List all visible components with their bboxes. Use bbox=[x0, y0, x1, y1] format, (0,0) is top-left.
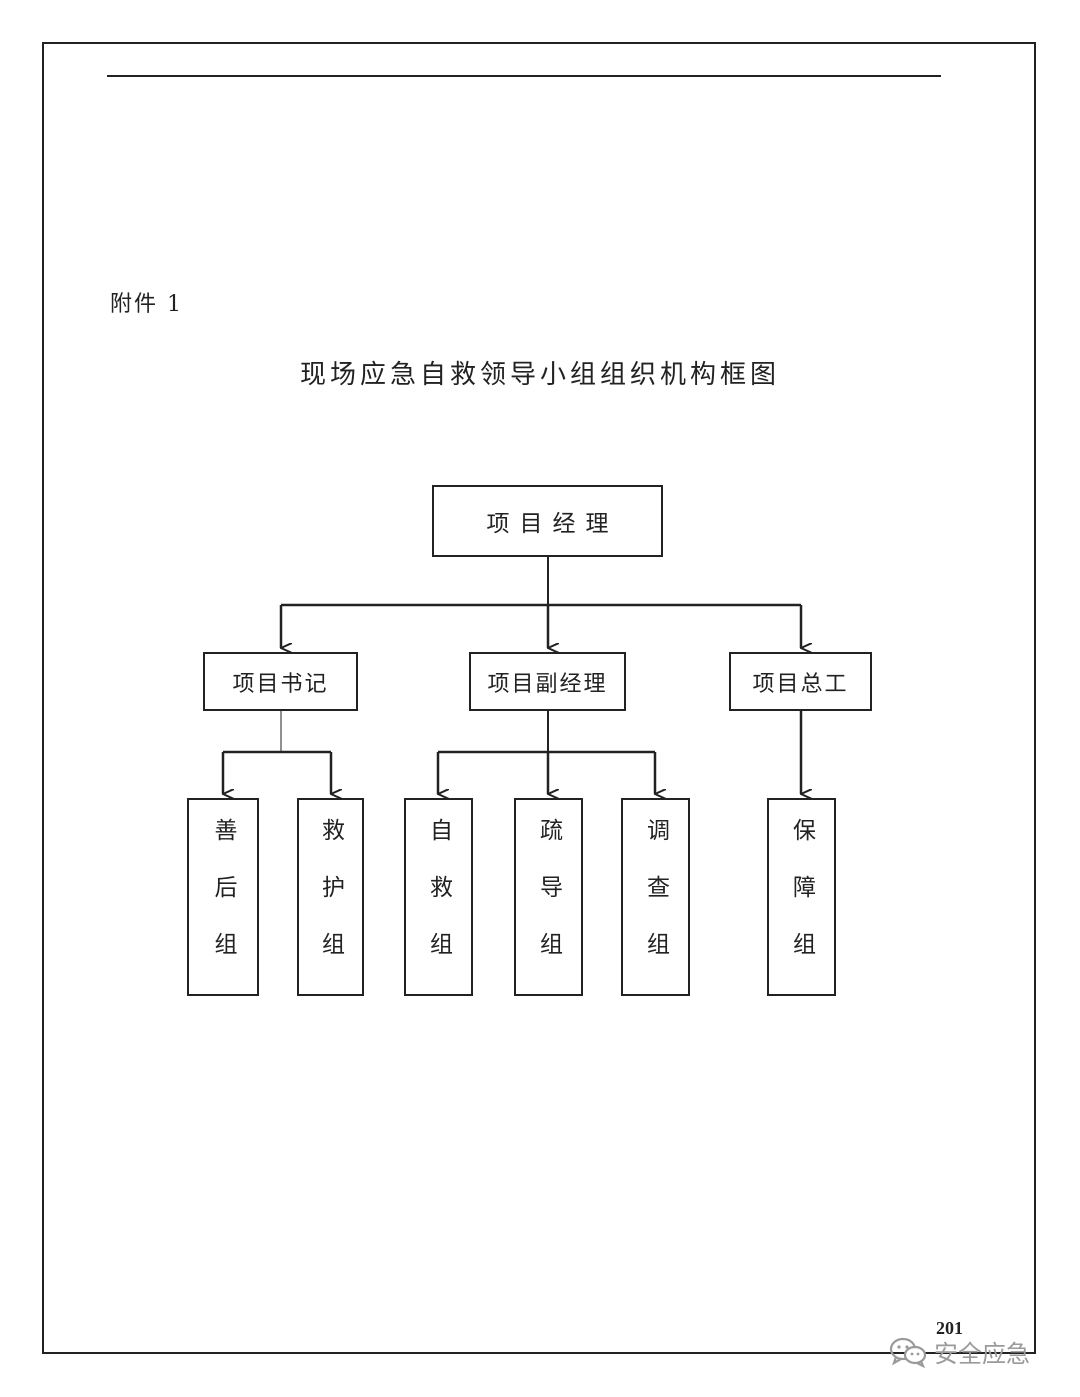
node-rescue-group: 救护组 bbox=[297, 798, 364, 996]
node-aftermath-group: 善后组 bbox=[187, 798, 259, 996]
node-project-chief-engineer: 项目总工 bbox=[729, 652, 872, 711]
node-deputy-project-manager: 项目副经理 bbox=[469, 652, 626, 711]
watermark-text: 安全应急 bbox=[934, 1340, 1030, 1368]
watermark: 安全应急 bbox=[888, 1334, 1030, 1369]
node-project-manager: 项目经理 bbox=[432, 485, 663, 557]
page-frame bbox=[42, 42, 1036, 1354]
node-self-rescue-group: 自救组 bbox=[404, 798, 473, 996]
node-project-secretary: 项目书记 bbox=[203, 652, 358, 711]
header-rule bbox=[107, 75, 941, 77]
wechat-icon bbox=[888, 1336, 928, 1368]
node-evacuation-group: 疏导组 bbox=[514, 798, 583, 996]
attachment-label: 附件 1 bbox=[110, 292, 183, 317]
page-number: 201 bbox=[936, 1318, 963, 1338]
diagram-title: 现场应急自救领导小组组织机构框图 bbox=[299, 360, 780, 390]
node-investigation-group: 调查组 bbox=[621, 798, 690, 996]
node-support-group: 保障组 bbox=[767, 798, 836, 996]
